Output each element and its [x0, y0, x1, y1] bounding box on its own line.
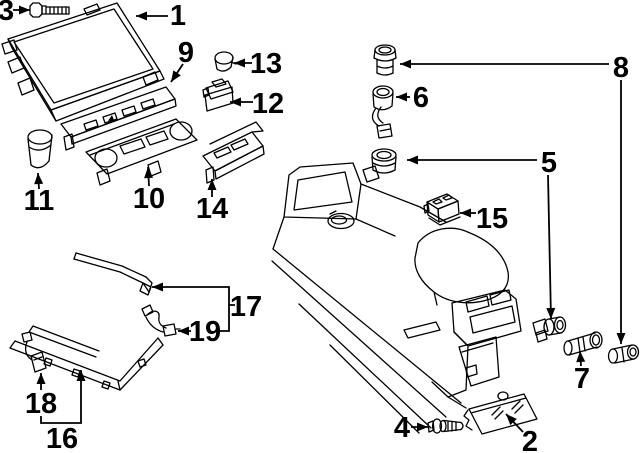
callout-18: 18 — [25, 373, 57, 420]
callout-15: 15 — [460, 203, 508, 235]
callout-8-arrowhead — [400, 59, 411, 69]
callout-14: 14 — [196, 179, 228, 225]
callout-6-arrowhead — [396, 92, 407, 102]
callout-6: 6 — [396, 82, 429, 114]
callout-label-4: 4 — [394, 412, 410, 444]
part-10-control-panel-drawing — [85, 118, 198, 186]
callout-label-5: 5 — [541, 147, 557, 179]
callout-15-arrowhead — [460, 208, 471, 218]
callout-17-leader-line — [219, 305, 230, 332]
part-8-lighter-plug-drawing — [607, 344, 640, 364]
callout-2: 2 — [505, 413, 538, 453]
callout-18-arrowhead — [36, 373, 46, 384]
callout-label-16: 16 — [46, 423, 78, 453]
callout-7-arrowhead — [576, 351, 586, 363]
callout-19: 19 — [178, 316, 221, 348]
part-2-lid-drawing — [463, 391, 538, 435]
callout-8: 8 — [400, 52, 629, 344]
part-7-socket-sleeve-drawing — [563, 331, 603, 356]
callout-9: 9 — [170, 37, 194, 83]
callout-label-14: 14 — [196, 193, 228, 225]
part-16-trim-molding-drawing — [9, 325, 164, 391]
callout-16: 16 — [40, 370, 86, 453]
part-5-outlet-socket-drawing — [362, 148, 397, 183]
callout-label-10: 10 — [133, 183, 165, 215]
callout-label-7: 7 — [574, 363, 590, 395]
callout-10: 10 — [133, 166, 165, 215]
part-5-outlet-body-drawing — [532, 316, 567, 343]
callout-10-arrowhead — [144, 167, 154, 179]
callout-9-arrowhead — [171, 70, 181, 82]
callout-11: 11 — [24, 172, 55, 217]
callout-16-leader-line — [40, 370, 82, 424]
center-console-body-drawing — [271, 162, 522, 434]
callout-label-12: 12 — [252, 88, 284, 120]
callout-label-8: 8 — [613, 52, 629, 84]
callout-7: 7 — [574, 350, 590, 395]
callout-12-arrowhead — [230, 97, 241, 107]
part-6-wire-connector-drawing — [371, 85, 394, 139]
callout-12: 12 — [230, 88, 284, 120]
part-14-switch-assembly-drawing — [202, 121, 265, 184]
callout-13: 13 — [234, 48, 282, 80]
callout-label-2: 2 — [522, 426, 538, 453]
part-4-bulb-drawing — [427, 418, 464, 434]
callout-17-leader-line — [152, 286, 235, 306]
callout-label-3: 3 — [0, 0, 14, 27]
callout-label-17: 17 — [230, 291, 262, 323]
callout-16-arrowhead — [76, 370, 86, 381]
callout-13-arrowhead — [234, 58, 245, 68]
callout-label-11: 11 — [24, 185, 55, 217]
part-9-switch-strip-drawing — [60, 86, 177, 151]
callout-3: 3 — [0, 0, 30, 27]
part-19-cable-drawing — [141, 304, 181, 337]
callout-4: 4 — [394, 412, 428, 444]
callout-17: 17 — [152, 282, 262, 332]
part-3-screw-drawing — [29, 2, 70, 18]
hazard-triangle-icon — [108, 115, 114, 121]
callout-label-9: 9 — [178, 37, 194, 69]
part-17-trim-strip-drawing — [73, 252, 153, 296]
callout-5-leader-line — [547, 174, 552, 320]
callout-19-arrowhead — [178, 326, 189, 336]
callout-label-6: 6 — [413, 82, 429, 114]
callout-5: 5 — [407, 147, 557, 320]
callout-label-15: 15 — [476, 203, 508, 235]
callout-label-1: 1 — [170, 0, 186, 32]
callout-1-arrowhead — [136, 11, 147, 21]
callout-8-arrowhead — [616, 333, 626, 344]
part-13-cap-drawing — [214, 51, 237, 72]
callout-11-arrowhead — [34, 173, 44, 185]
callout-3-arrowhead — [19, 5, 30, 15]
part-11-knob-drawing — [27, 129, 53, 169]
callout-17-arrowhead — [152, 282, 163, 292]
part-8-socket-element-drawing — [373, 44, 397, 76]
callout-5-arrowhead — [407, 155, 418, 165]
callout-label-13: 13 — [250, 48, 282, 80]
callout-5-arrowhead — [546, 307, 556, 319]
part-1-display-unit-drawing — [1, 2, 165, 122]
callout-14-arrowhead — [207, 179, 217, 190]
callout-4-arrowhead — [417, 422, 428, 432]
callout-2-arrowhead — [506, 414, 517, 426]
part-12-switch-drawing — [202, 78, 234, 112]
callout-1: 1 — [136, 0, 186, 32]
callout-label-19: 19 — [189, 316, 221, 348]
callout-label-18: 18 — [25, 388, 57, 420]
